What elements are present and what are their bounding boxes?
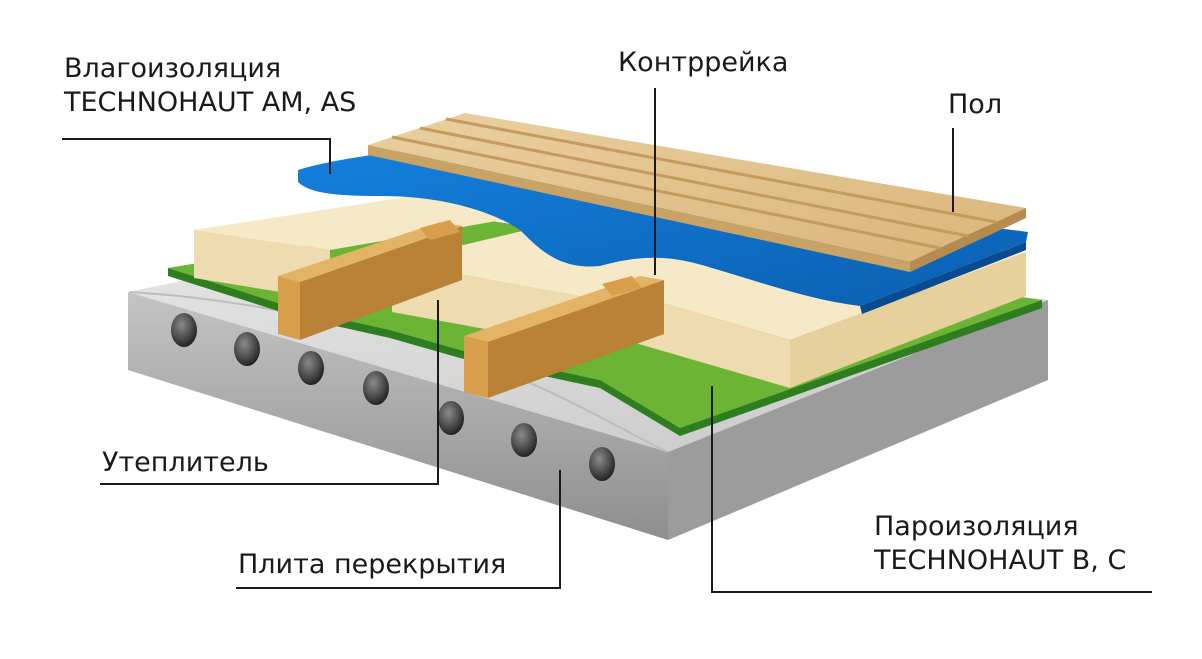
leader-lines — [62, 88, 1152, 593]
insulation-block-front — [625, 292, 790, 388]
slab-hole — [298, 351, 324, 385]
slab-hole — [438, 401, 464, 435]
floor-boards — [368, 113, 1026, 272]
slab-front-face — [128, 292, 668, 540]
slab-hole — [234, 332, 260, 366]
slab-right-face — [668, 300, 1048, 540]
floor-board-seam — [391, 135, 941, 250]
leader-line-vapor-barrier — [711, 386, 1152, 593]
slab-hole — [363, 371, 389, 405]
waterproofing-layer — [298, 150, 1028, 314]
waterproofing-sheet — [298, 150, 1028, 306]
insulation-block-right — [790, 252, 1026, 388]
slab-hole — [171, 313, 197, 347]
batten-front — [464, 336, 488, 398]
label-waterproofing-line2: TECHNOHAUT AM, AS — [64, 87, 357, 118]
leader-line-waterproofing — [62, 138, 331, 174]
label-vapor-barrier-line1: Пароизоляция — [874, 511, 1079, 542]
batten-side — [488, 280, 664, 398]
floor-right — [910, 208, 1026, 272]
slab-holes — [171, 313, 615, 481]
vapor-barrier-edge — [680, 300, 1042, 436]
label-slab: Плита перекрытия — [238, 549, 507, 580]
label-floor: Пол — [948, 89, 1003, 120]
leader-line-slab — [236, 470, 561, 589]
waterproofing-edge — [860, 242, 1026, 314]
label-waterproofing-line1: Влагоизоляция — [64, 53, 282, 84]
label-vapor-barrier-line2: TECHNOHAUT B, C — [874, 545, 1127, 576]
insulation-block — [194, 195, 560, 250]
slab-hole — [511, 423, 537, 457]
timber-battens — [278, 220, 664, 398]
batten-end — [420, 220, 460, 240]
batten-end — [602, 276, 642, 296]
floor-board-seam — [445, 117, 997, 224]
label-counter-batten: Контррейка — [618, 47, 789, 78]
floor-front — [368, 145, 910, 272]
leader-line-insulation — [100, 300, 439, 485]
floor-board-seam — [419, 126, 969, 238]
batten-side — [300, 226, 462, 340]
batten-top — [278, 222, 462, 282]
slab-hole — [589, 447, 615, 481]
batten-front — [278, 276, 300, 340]
label-insulation: Утеплитель — [102, 447, 269, 478]
